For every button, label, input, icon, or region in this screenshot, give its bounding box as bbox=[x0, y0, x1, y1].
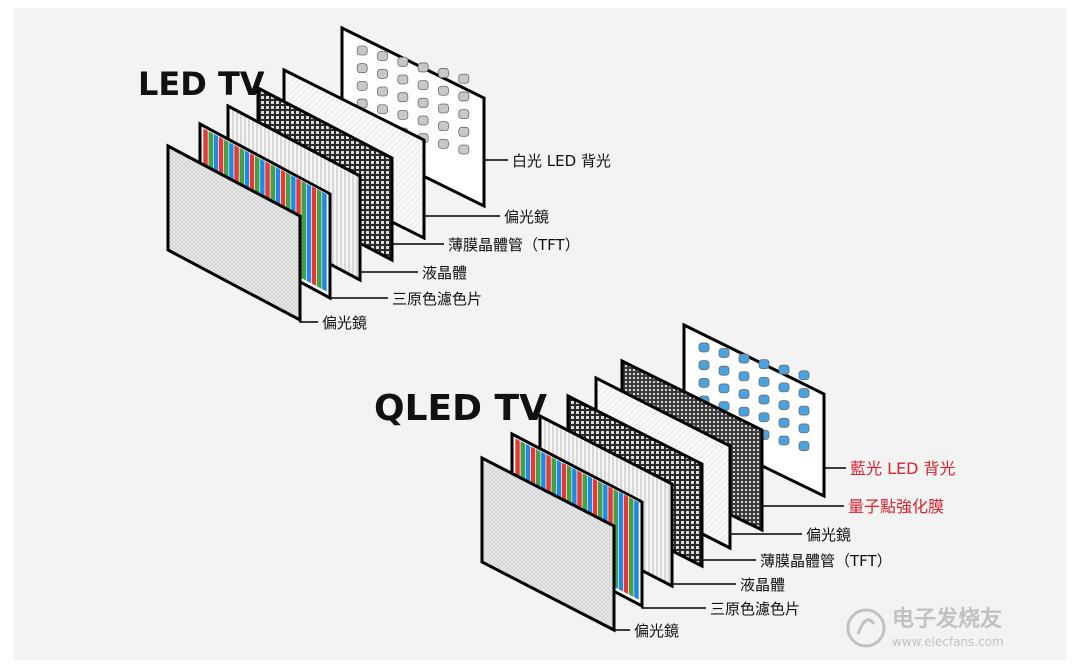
led-label-rear-polarizer: 偏光鏡 bbox=[504, 208, 549, 226]
white-led-bulb-icon bbox=[417, 62, 429, 73]
white-led-bulb-icon bbox=[438, 138, 449, 149]
blue-led-bulb-icon bbox=[758, 359, 770, 370]
blue-led-bulb-icon bbox=[778, 435, 790, 446]
white-led-bulb-icon bbox=[377, 68, 388, 79]
blue-led-bulb-icon bbox=[798, 405, 810, 416]
led-tv-group: LED TV bbox=[138, 25, 611, 332]
color-filter-stripe bbox=[316, 188, 323, 290]
color-filter-stripe bbox=[618, 490, 624, 593]
qled-label-rear-polarizer: 偏光鏡 bbox=[806, 526, 851, 544]
blue-led-bulb-icon bbox=[698, 377, 710, 388]
color-filter-stripe bbox=[633, 498, 640, 601]
blue-led-bulb-icon bbox=[738, 406, 750, 417]
white-led-bulb-icon bbox=[458, 91, 470, 102]
blue-led-bulb-icon bbox=[798, 423, 810, 434]
blue-led-bulb-icon bbox=[778, 400, 790, 410]
white-led-bulb-icon bbox=[417, 80, 429, 91]
white-led-bulb-icon bbox=[438, 85, 449, 96]
qled-label-liquid-crystal: 液晶體 bbox=[740, 576, 785, 594]
qled-tv-title: QLED TV bbox=[374, 388, 547, 429]
blue-led-bulb-icon bbox=[758, 394, 770, 405]
qled-label-tft: 薄膜晶體管（TFT） bbox=[760, 552, 892, 570]
white-led-bulb-icon bbox=[438, 68, 449, 78]
blue-led-bulb-icon bbox=[698, 360, 710, 371]
blue-led-bulb-icon bbox=[798, 370, 810, 381]
color-filter-stripe bbox=[628, 496, 635, 598]
blue-led-bulb-icon bbox=[698, 342, 710, 353]
color-filter-stripe bbox=[306, 182, 312, 285]
white-led-bulb-icon bbox=[397, 74, 409, 85]
led-label-color-filter: 三原色濾色片 bbox=[392, 290, 482, 308]
blue-led-bulb-icon bbox=[798, 388, 810, 398]
white-led-bulb-icon bbox=[458, 144, 470, 155]
white-led-bulb-icon bbox=[417, 115, 429, 126]
blue-led-bulb-icon bbox=[778, 417, 790, 428]
blue-led-bulb-icon bbox=[798, 441, 810, 451]
led-backlight-panel bbox=[340, 25, 486, 209]
color-filter-stripe bbox=[623, 493, 629, 596]
led-label-tft: 薄膜晶體管（TFT） bbox=[448, 236, 580, 254]
qled-tv-group: QLED TV bbox=[374, 322, 956, 640]
white-led-bulb-icon bbox=[377, 86, 388, 97]
white-led-bulb-icon bbox=[397, 56, 409, 67]
white-led-bulb-icon bbox=[356, 63, 368, 74]
white-led-bulb-icon bbox=[458, 109, 470, 120]
blue-led-bulb-icon bbox=[738, 371, 750, 382]
led-label-liquid-crystal: 液晶體 bbox=[422, 264, 467, 282]
blue-led-bulb-icon bbox=[738, 353, 750, 364]
white-led-bulb-icon bbox=[397, 92, 409, 103]
color-filter-stripe bbox=[311, 185, 317, 287]
blue-led-bulb-icon bbox=[778, 382, 790, 393]
white-led-bulb-icon bbox=[397, 109, 409, 120]
white-led-bulb-icon bbox=[377, 104, 388, 115]
blue-led-bulb-icon bbox=[718, 348, 730, 358]
color-filter-stripe bbox=[300, 179, 307, 282]
white-led-bulb-icon bbox=[438, 103, 449, 114]
led-label-front-polarizer: 偏光鏡 bbox=[322, 314, 367, 332]
blue-led-bulb-icon bbox=[758, 376, 770, 387]
led-leader-lines bbox=[299, 159, 508, 323]
white-led-bulb-icon bbox=[458, 126, 470, 137]
blue-led-bulb-icon bbox=[718, 365, 730, 376]
qled-label-quantum-dot: 量子點強化膜 bbox=[848, 497, 944, 516]
qled-label-color-filter: 三原色濾色片 bbox=[710, 600, 800, 618]
blue-led-bulb-icon bbox=[758, 412, 770, 423]
qled-leader-lines bbox=[613, 467, 846, 631]
blue-led-bulb-icon bbox=[778, 364, 790, 375]
white-led-bulb-icon bbox=[417, 97, 429, 108]
watermark: 电子发烧友 www.elecfans.com bbox=[846, 606, 1004, 649]
white-led-bulb-icon bbox=[356, 80, 368, 91]
qled-label-backlight: 藍光 LED 背光 bbox=[850, 459, 956, 478]
watermark-brand: 电子发烧友 bbox=[892, 606, 1002, 632]
white-led-bulb-icon bbox=[458, 73, 470, 84]
white-led-bulb-icon bbox=[438, 121, 449, 132]
color-filter-stripe bbox=[321, 190, 328, 293]
blue-led-bulb-icon bbox=[718, 383, 730, 394]
blue-led-bulb-icon bbox=[738, 389, 750, 399]
qled-label-front-polarizer: 偏光鏡 bbox=[634, 622, 679, 640]
watermark-url: www.elecfans.com bbox=[892, 635, 1004, 649]
led-tv-title: LED TV bbox=[138, 65, 265, 103]
white-led-bulb-icon bbox=[377, 51, 388, 62]
white-led-bulb-icon bbox=[356, 45, 368, 56]
led-label-backlight: 白光 LED 背光 bbox=[512, 152, 611, 170]
watermark-logo-icon bbox=[846, 608, 886, 648]
